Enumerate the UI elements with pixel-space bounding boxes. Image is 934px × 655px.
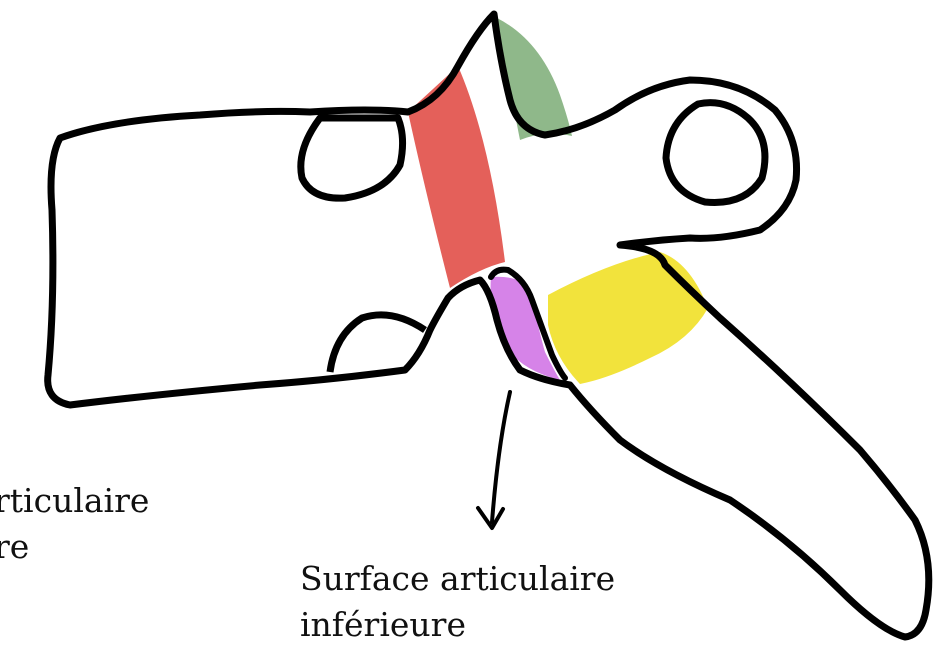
left-label-line1: rticulaire (0, 478, 149, 524)
vertebra-outline (48, 14, 929, 637)
left-label-line2: re (0, 524, 149, 570)
label-arrow-line (492, 392, 510, 522)
bottom-label-line2: inférieure (300, 602, 615, 648)
inferior-articular-surface-label: Surface articulaire inférieure (300, 556, 615, 648)
red-pedicle-region (408, 66, 505, 288)
left-foramen-outline (301, 118, 403, 198)
yellow-transverse-region (548, 252, 708, 384)
left-partial-label: rticulaire re (0, 478, 149, 570)
bottom-label-line1: Surface articulaire (300, 556, 615, 602)
right-foramen-outline (666, 103, 765, 203)
